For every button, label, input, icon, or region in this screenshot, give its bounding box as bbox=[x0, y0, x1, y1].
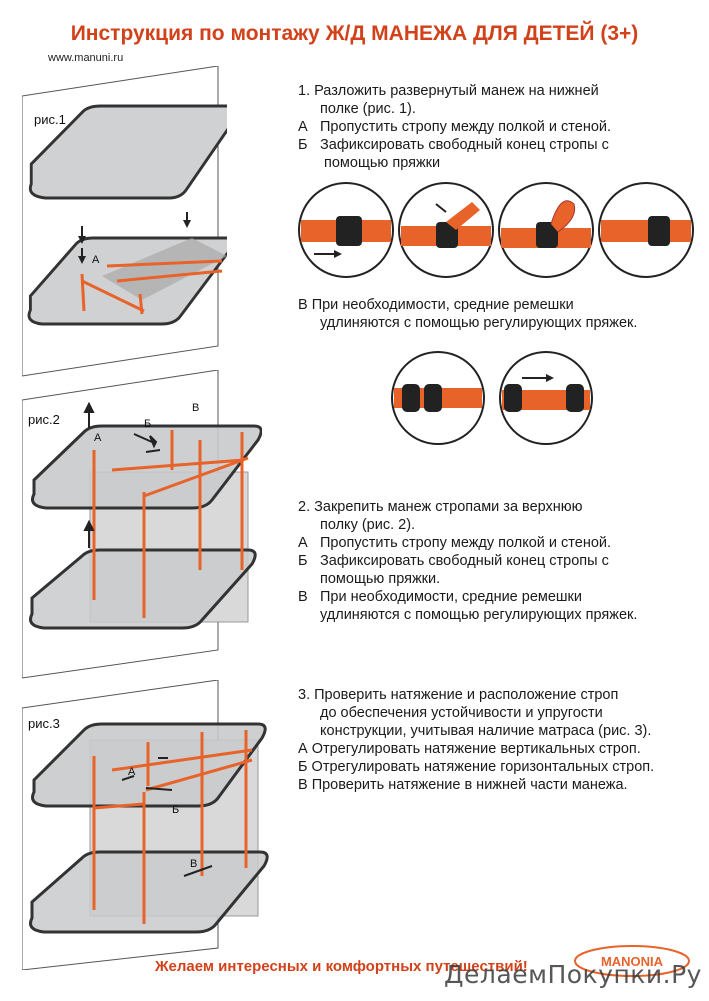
figure-2-drawing bbox=[21, 369, 263, 679]
figure-1-marker-a: А bbox=[92, 254, 100, 266]
step-2-a-text: Пропустить стропу между полкой и стеной. bbox=[320, 535, 612, 551]
step-1-b-text-2: помощью пряжки bbox=[324, 155, 441, 171]
buckle-step-4 bbox=[598, 182, 694, 278]
figure-3: рис.3 А Б В bbox=[21, 679, 272, 971]
buckle-step-2 bbox=[398, 182, 494, 278]
page-title: Инструкция по монтажу Ж/Д МАНЕЖА ДЛЯ ДЕТ… bbox=[70, 22, 639, 45]
site-url: www.manuni.ru bbox=[48, 52, 124, 64]
step-1-v-line-1: В При необходимости, средние ремешки bbox=[298, 297, 574, 313]
step-1-b-text-1: Зафиксировать свободный конец стропы с bbox=[320, 137, 609, 153]
figure-1: рис.1 А bbox=[21, 65, 254, 381]
step-2-line-2: полку (рис. 2). bbox=[320, 517, 416, 533]
step-2-v-text-1: При необходимости, средние ремешки bbox=[320, 589, 583, 605]
buckle-step-1 bbox=[298, 182, 394, 278]
figure-3-label: рис.3 bbox=[28, 716, 60, 731]
step-2-text: 2. Закрепить манеж стропами за верхнюю п… bbox=[298, 498, 698, 624]
figure-2-marker-b: Б bbox=[144, 418, 152, 430]
brand-logo: MANONIA bbox=[574, 945, 690, 977]
adjuster-row bbox=[391, 351, 593, 445]
step-3-b-line: Б Отрегулировать натяжение горизонтальны… bbox=[298, 759, 655, 775]
step-1-text: 1. Разложить развернутый манеж на нижней… bbox=[298, 82, 698, 172]
figure-3-marker-a: А bbox=[128, 766, 136, 778]
step-3-text: 3. Проверить натяжение и расположение ст… bbox=[298, 686, 703, 794]
step-2-b-text-1: Зафиксировать свободный конец стропы с bbox=[320, 553, 609, 569]
figure-1-label: рис.1 bbox=[34, 112, 66, 127]
figure-2-label: рис.2 bbox=[28, 412, 60, 427]
step-2-v-text-2: удлиняются с помощью регулирующих пряжек… bbox=[320, 607, 638, 623]
step-3-line-2: до обеспечения устойчивости и упругости bbox=[320, 705, 603, 721]
buckle-step-3 bbox=[498, 182, 594, 278]
step-1-a-text: Пропустить стропу между полкой и стеной. bbox=[320, 119, 612, 135]
adjuster-step-1 bbox=[391, 351, 485, 445]
step-2-b-text-2: помощью пряжки. bbox=[320, 571, 441, 587]
adjuster-step-2 bbox=[499, 351, 593, 445]
step-1-line-1: 1. Разложить развернутый манеж на нижней bbox=[298, 83, 599, 99]
step-1-a-mark: А bbox=[298, 119, 308, 135]
footer-wish: Желаем интересных и комфортных путешеств… bbox=[155, 958, 528, 975]
step-3-a-line: А Отрегулировать натяжение вертикальных … bbox=[298, 741, 641, 757]
step-1-b-mark: Б bbox=[298, 137, 308, 153]
step-3-line-1: 3. Проверить натяжение и расположение ст… bbox=[298, 687, 619, 703]
brand-logo-text: MANONIA bbox=[601, 954, 664, 969]
step-2-line-1: 2. Закрепить манеж стропами за верхнюю bbox=[298, 499, 583, 515]
step-1-v-text: В При необходимости, средние ремешки удл… bbox=[298, 296, 698, 332]
step-1-line-2: полке (рис. 1). bbox=[320, 101, 416, 117]
figure-1-drawing bbox=[21, 65, 254, 377]
step-2-a-mark: А bbox=[298, 535, 308, 551]
figure-3-drawing bbox=[21, 679, 269, 971]
step-3-v-line: В Проверить натяжение в нижней части ман… bbox=[298, 777, 628, 793]
step-2-b-mark: Б bbox=[298, 553, 308, 569]
step-2-v-mark: В bbox=[298, 589, 308, 605]
step-3-line-3: конструкции, учитывая наличие матраса (р… bbox=[320, 723, 652, 739]
figure-3-marker-b: Б bbox=[172, 804, 180, 816]
figure-2: рис.2 А Б В bbox=[21, 369, 263, 680]
figure-2-marker-v: В bbox=[192, 402, 200, 414]
figure-3-marker-v: В bbox=[190, 858, 198, 870]
buckle-steps-row bbox=[298, 182, 694, 278]
watermark: ДелаемПокупки.Ру bbox=[444, 960, 702, 989]
step-1-v-line-2: удлиняются с помощью регулирующих пряжек… bbox=[320, 315, 638, 331]
figure-2-marker-a: А bbox=[94, 432, 102, 444]
